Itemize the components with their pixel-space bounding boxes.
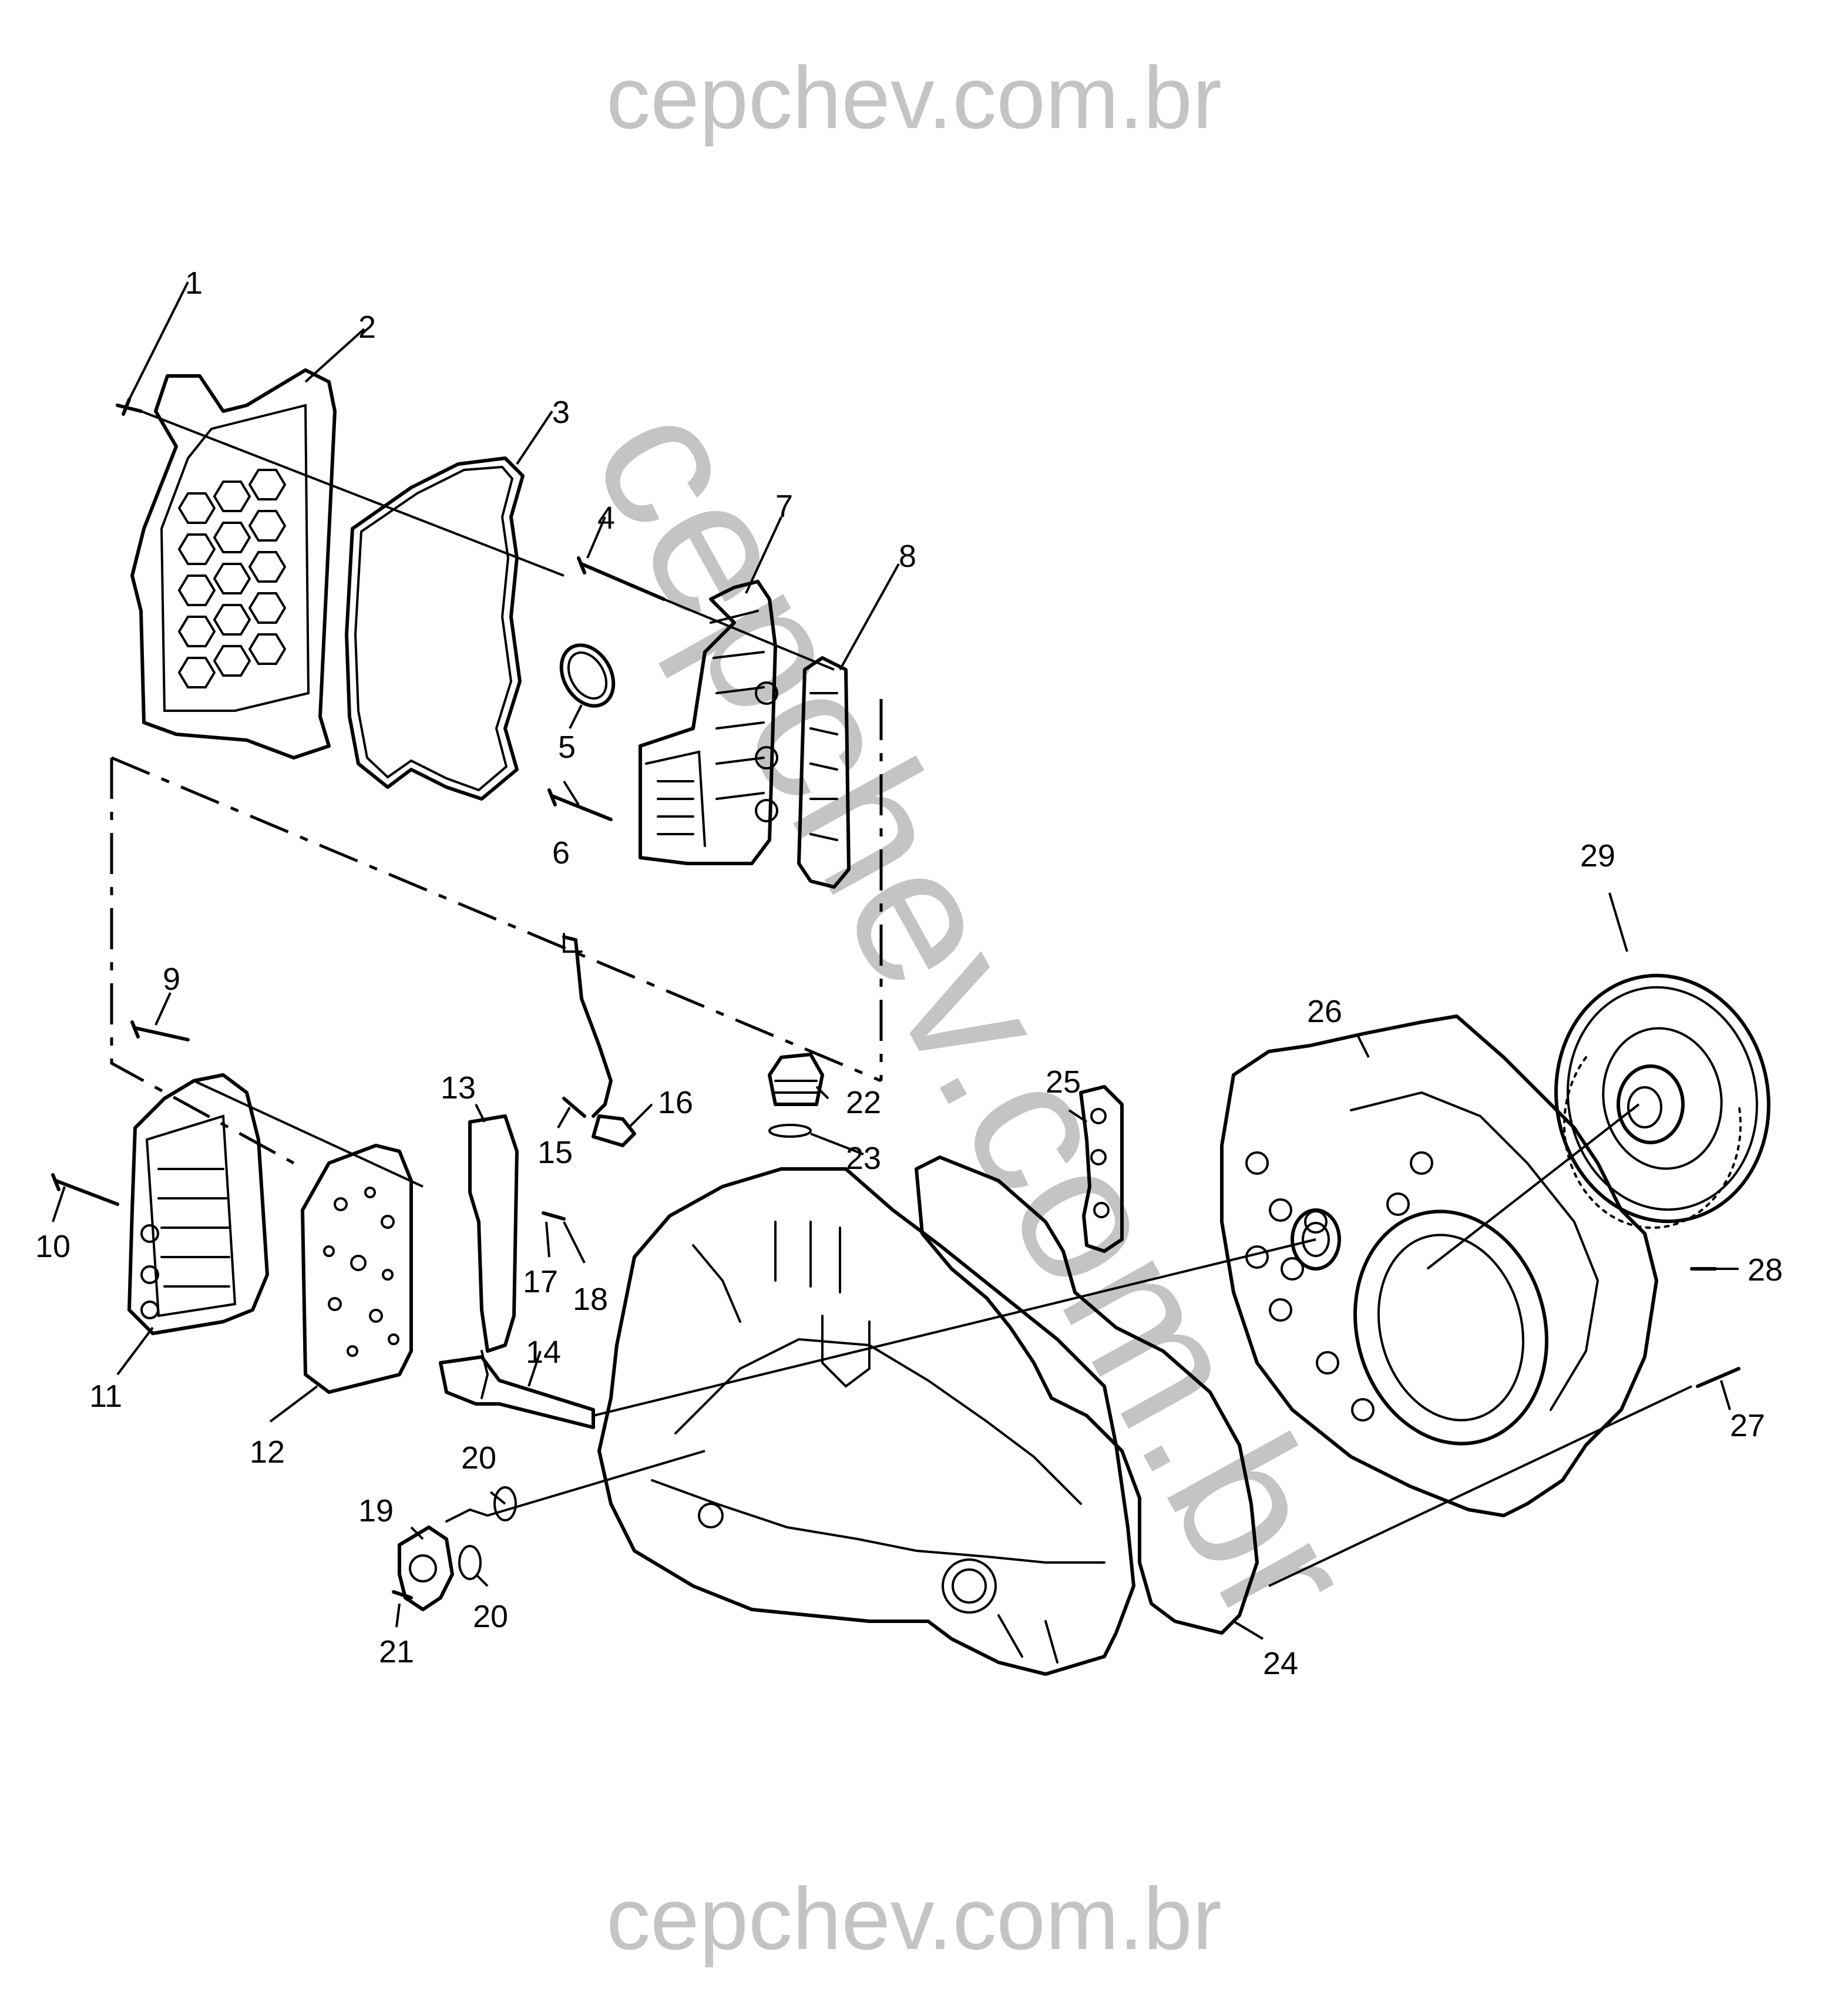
callout-20b: 20 xyxy=(473,1599,508,1634)
callout-8: 8 xyxy=(899,539,916,574)
bolts xyxy=(51,398,1740,1600)
wiring-harness-sensor xyxy=(562,933,636,1147)
callout-24: 24 xyxy=(1263,1646,1298,1681)
callout-21: 21 xyxy=(379,1634,414,1669)
callout-18: 18 xyxy=(573,1282,608,1317)
bolt-15 xyxy=(562,1097,586,1118)
callout-leaders xyxy=(52,281,1739,1640)
bolt-17 xyxy=(542,1211,566,1221)
callout-1: 1 xyxy=(185,266,203,301)
manual-shaft xyxy=(439,1355,595,1429)
callout-22: 22 xyxy=(846,1085,881,1120)
bolt-10 xyxy=(51,1173,119,1206)
callout-26: 26 xyxy=(1307,994,1342,1029)
torque-converter xyxy=(1554,973,1770,1229)
callout-2: 2 xyxy=(358,310,376,345)
watermark-bottom: cepchev.com.br xyxy=(606,1869,1222,1968)
bolt-21 xyxy=(392,1590,413,1600)
fluid-filter xyxy=(768,1053,824,1138)
callout-17: 17 xyxy=(523,1264,558,1299)
watermark-top: cepchev.com.br xyxy=(606,48,1222,147)
valve-body xyxy=(127,1073,269,1335)
callout-7: 7 xyxy=(775,489,793,524)
honeycomb-pattern xyxy=(177,469,287,688)
callout-10: 10 xyxy=(35,1229,70,1264)
callout-6: 6 xyxy=(552,835,570,871)
position-switch xyxy=(398,1508,489,1611)
callout-29: 29 xyxy=(1580,838,1615,873)
valve-body-cover-gasket xyxy=(345,456,525,801)
callout-5: 5 xyxy=(558,730,576,765)
valve-body-cover xyxy=(130,368,337,760)
callout-28: 28 xyxy=(1748,1252,1783,1288)
spacer-plate-upper xyxy=(797,656,851,889)
callout-3: 3 xyxy=(552,395,570,430)
callout-labels: 1 2 3 4 5 6 7 8 9 10 11 12 13 14 15 16 1… xyxy=(35,266,1783,1681)
bracket xyxy=(1079,1085,1124,1253)
converter-housing xyxy=(1220,1014,1658,1517)
seal-rings xyxy=(458,1486,517,1580)
bolt-4 xyxy=(577,556,666,601)
fluid-level-guide xyxy=(468,1114,519,1399)
callout-13: 13 xyxy=(441,1070,476,1106)
watermark-diagonal: cepchev.com.br xyxy=(551,368,1398,1658)
callout-16: 16 xyxy=(658,1085,693,1120)
callout-25: 25 xyxy=(1046,1064,1081,1100)
callout-27: 27 xyxy=(1730,1408,1765,1443)
callout-11: 11 xyxy=(89,1379,122,1414)
callout-12: 12 xyxy=(250,1434,285,1470)
bolt-1 xyxy=(116,398,143,416)
callout-4: 4 xyxy=(597,500,615,536)
case-side-gasket xyxy=(915,1155,1259,1635)
bolt-9 xyxy=(130,1020,190,1041)
callout-14: 14 xyxy=(526,1335,561,1370)
valve-body-spacer-plate xyxy=(301,1144,413,1394)
callout-23: 23 xyxy=(846,1141,881,1176)
callout-9: 9 xyxy=(163,962,180,997)
callout-20a: 20 xyxy=(461,1440,496,1476)
bolt-6 xyxy=(547,788,613,821)
assembly-lines xyxy=(110,410,1692,1587)
seal xyxy=(559,643,616,708)
control-solenoid-valve-assembly xyxy=(639,580,778,865)
callout-19: 19 xyxy=(358,1493,394,1528)
callout-15: 15 xyxy=(537,1135,573,1170)
transmission-case xyxy=(597,1167,1135,1676)
bolt-27 xyxy=(1696,1367,1740,1388)
